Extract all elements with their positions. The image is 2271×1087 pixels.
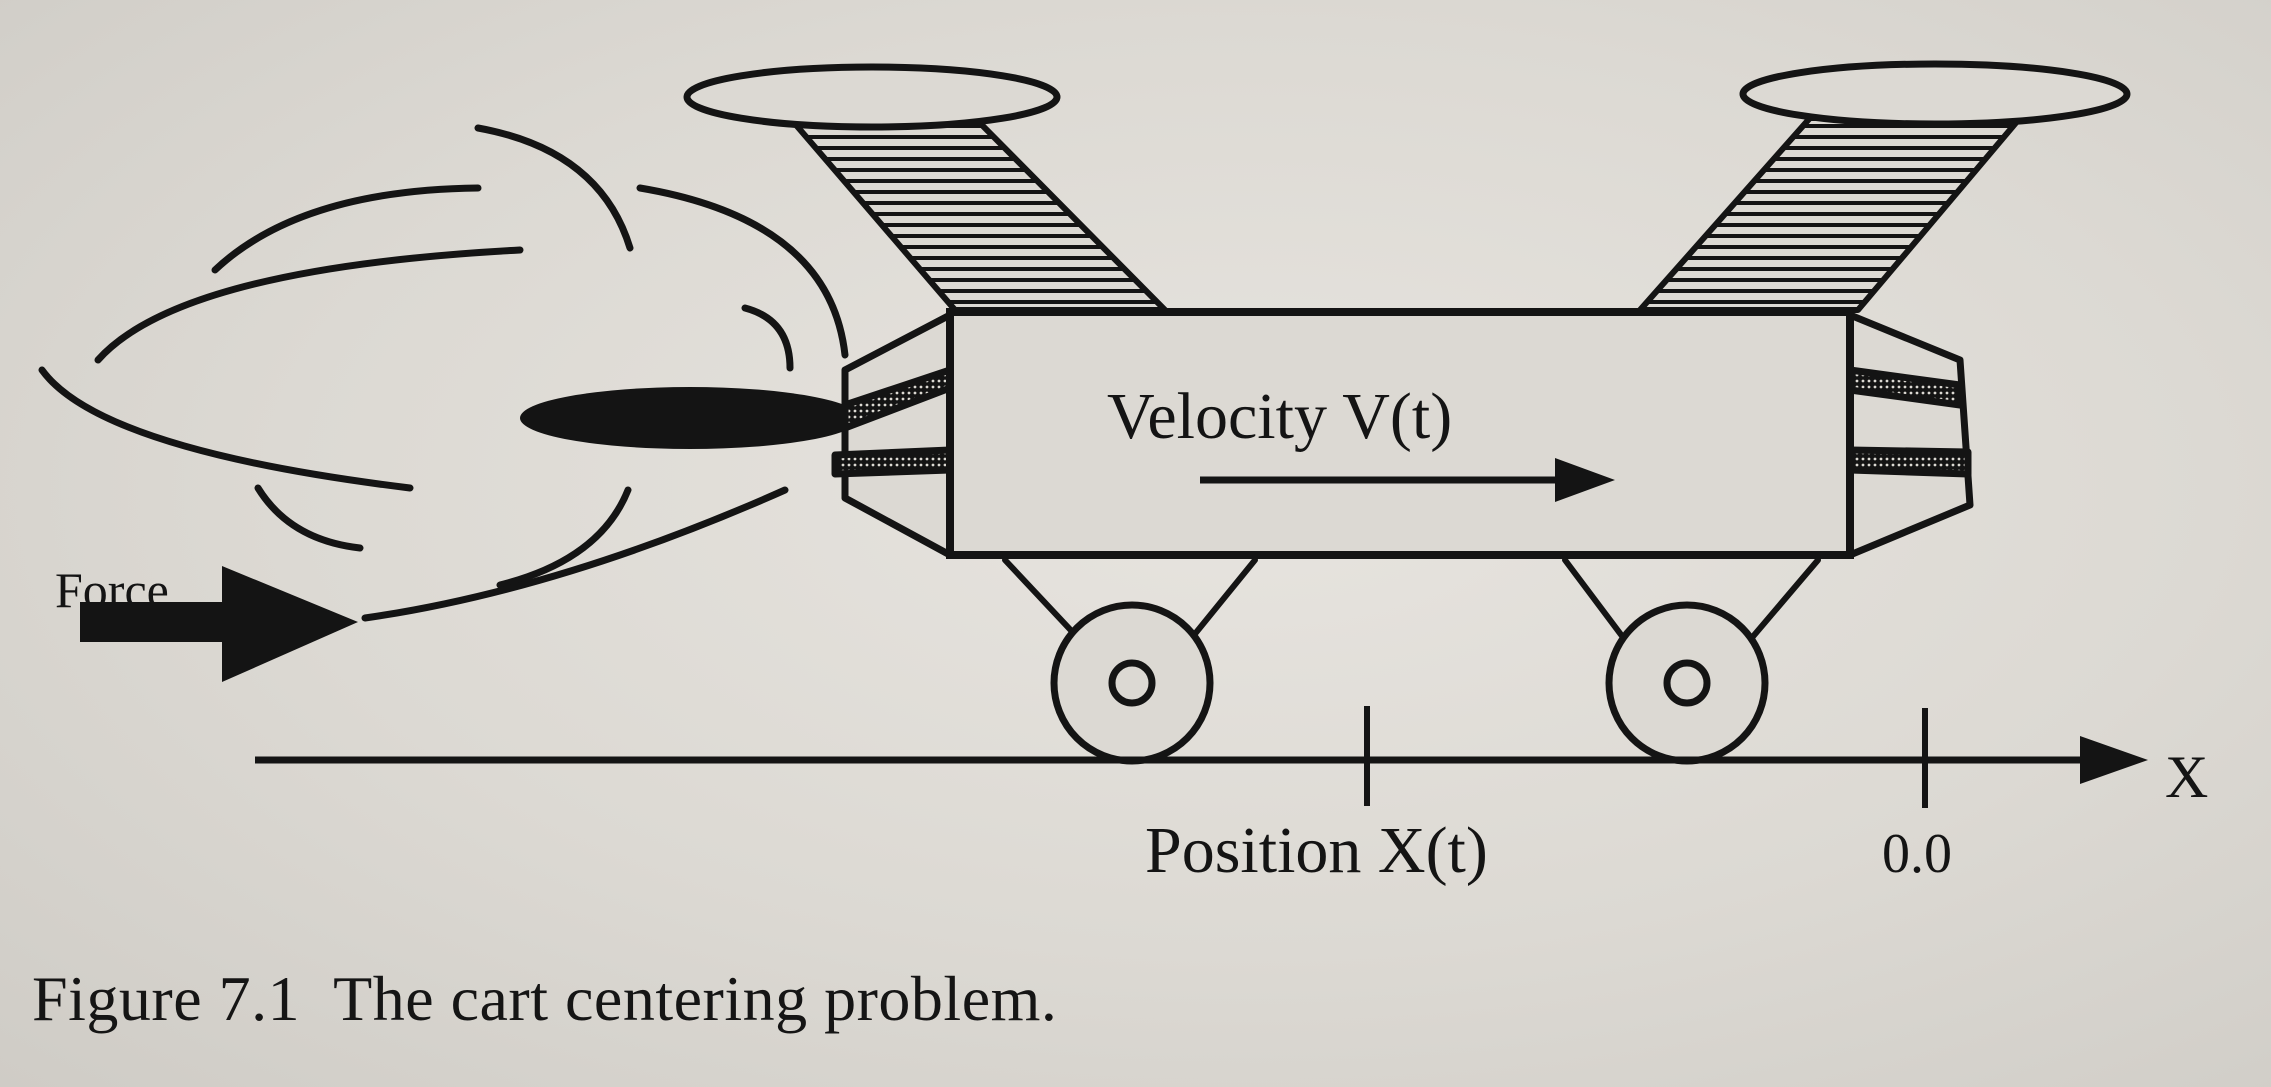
- rotor-supports: [787, 115, 2023, 313]
- wheel-struts: [1002, 557, 1821, 643]
- figure-caption-text: The cart centering problem.: [333, 963, 1058, 1034]
- force-label: Force: [55, 562, 169, 618]
- left-rotor-disc: [683, 63, 1061, 131]
- velocity-arrow: [1200, 458, 1615, 502]
- position-label: Position X(t): [1145, 814, 1488, 887]
- right-rotor-disc: [1739, 60, 2131, 128]
- left-wheel: [1050, 601, 1214, 765]
- velocity-label: Velocity V(t): [1107, 380, 1452, 453]
- jet-exhaust-plume: [38, 124, 849, 622]
- figure-number: Figure 7.1: [32, 963, 301, 1034]
- figure-caption: Figure 7.1 The cart centering problem.: [32, 962, 1057, 1036]
- left-thruster-nozzle: [831, 311, 954, 559]
- right-wheel: [1605, 601, 1769, 765]
- right-thruster-nozzle: [1846, 311, 1974, 559]
- jet-flame: [520, 387, 860, 449]
- force-arrow: [80, 566, 358, 682]
- x-axis: [255, 706, 2148, 808]
- axis-label: X: [2165, 744, 2208, 810]
- origin-label: 0.0: [1882, 823, 1952, 885]
- cart-body: [946, 308, 1854, 559]
